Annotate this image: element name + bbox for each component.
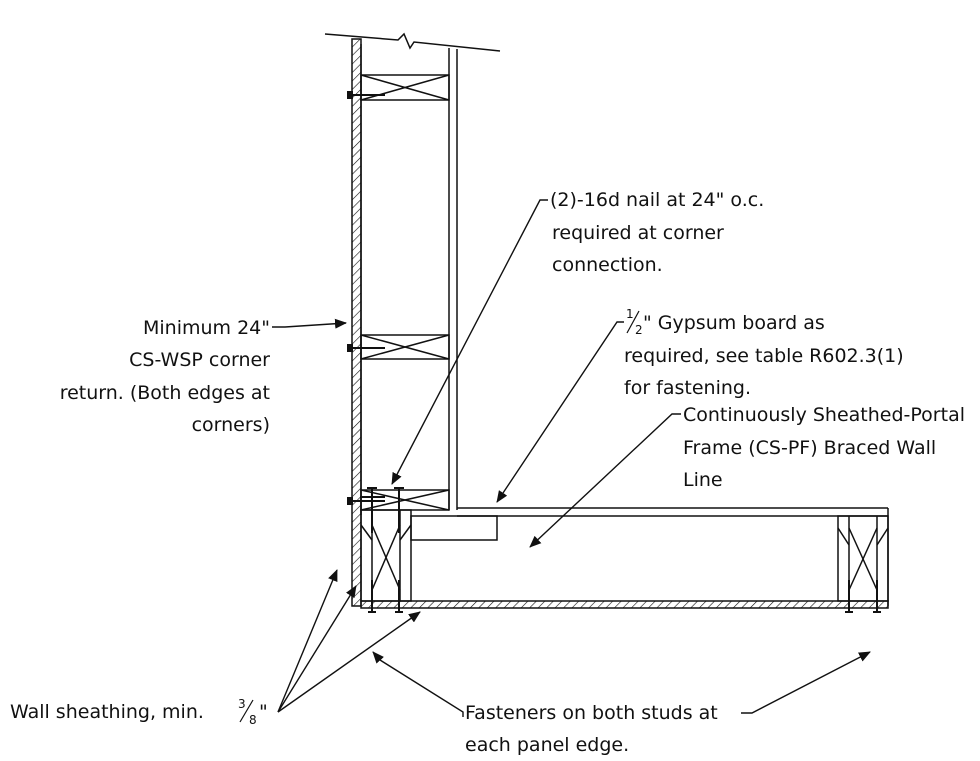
braced-wall-line2: Frame (CS-PF) Braced Wall bbox=[683, 437, 936, 459]
wall-sheathing-inch-mark: " bbox=[259, 701, 268, 723]
corner-return-line3: return. (Both edges at bbox=[60, 382, 270, 404]
nail-callout-line1: (2)-16d nail at 24" o.c. bbox=[550, 189, 764, 211]
fasteners-callout-line2: each panel edge. bbox=[465, 734, 629, 756]
end-studs bbox=[837, 515, 889, 602]
vertical-wall-sheathing bbox=[351, 38, 362, 607]
panel-edge-fasteners bbox=[368, 580, 881, 613]
gypsum-callout-fraction-denominator: 2 bbox=[635, 323, 643, 337]
gypsum-callout-fraction-numerator: 1 bbox=[626, 307, 634, 321]
wall-sheathing-label: Wall sheathing, min. bbox=[10, 701, 204, 723]
corner-studs bbox=[360, 509, 498, 602]
wall-blocking bbox=[360, 74, 450, 511]
corner-nails bbox=[360, 487, 404, 533]
corner-return-line2: CS-WSP corner bbox=[129, 349, 270, 371]
braced-wall-line3: Line bbox=[683, 469, 723, 491]
wall-sheathing-fraction-bar bbox=[239, 699, 254, 723]
horizontal-wall-frame bbox=[457, 507, 889, 606]
vertical-wall-frame bbox=[360, 44, 458, 515]
nail-callout-line2: required at corner bbox=[552, 222, 724, 244]
wall-sheathing-fraction-denominator: 8 bbox=[249, 713, 257, 727]
horizontal-wall-sheathing bbox=[360, 600, 889, 609]
gypsum-callout-line3: for fastening. bbox=[624, 377, 751, 399]
sheathing-nails bbox=[347, 91, 385, 505]
fasteners-callout-line1: Fasteners on both studs at bbox=[465, 702, 718, 724]
gypsum-callout-fraction-bar bbox=[626, 310, 640, 334]
nail-callout-line3: connection. bbox=[552, 254, 663, 276]
gypsum-callout-line1: " Gypsum board as bbox=[643, 312, 825, 334]
wall-sheathing-fraction-numerator: 3 bbox=[238, 697, 246, 711]
break-line bbox=[324, 32, 501, 52]
corner-return-line1: Minimum 24" bbox=[143, 317, 270, 339]
braced-wall-line1: Continuously Sheathed-Portal bbox=[683, 404, 965, 426]
leader-lines bbox=[272, 199, 871, 717]
gypsum-callout-line2: required, see table R602.3(1) bbox=[624, 345, 904, 367]
corner-return-line4: corners) bbox=[192, 414, 270, 436]
